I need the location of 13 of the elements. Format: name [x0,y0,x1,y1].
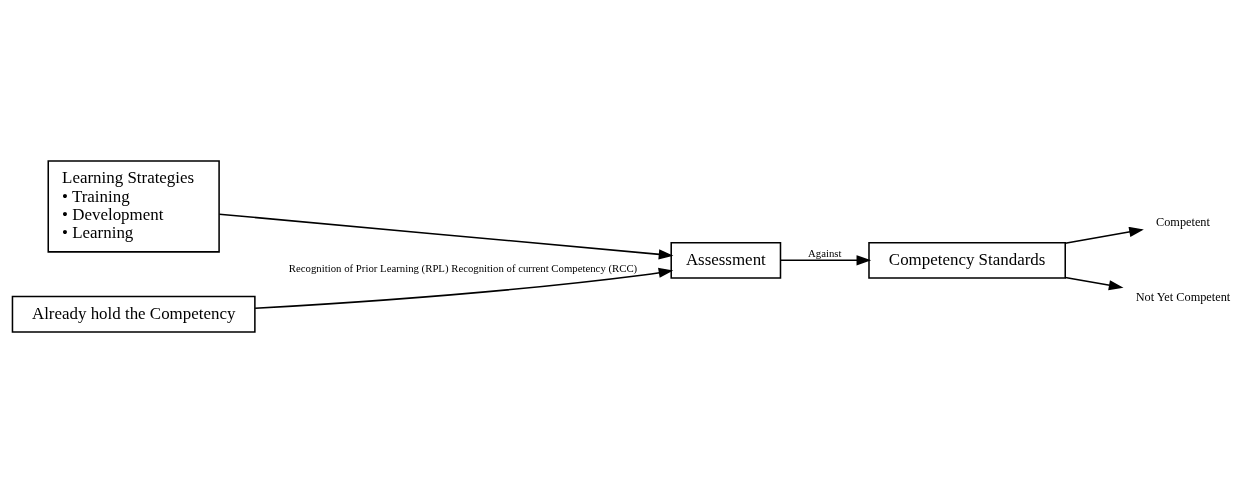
node-text: Competent [1155,214,1210,229]
arrow [779,255,872,266]
arrow [254,267,674,310]
node-box: Already hold the Competency [11,295,256,333]
arrow [1064,276,1124,291]
node-box: Competency Standards [868,241,1066,279]
edge-label: Against [807,247,842,260]
node-text: Not Yet Competent [1135,289,1231,304]
node-box: Learning Strategies • Training • Development • Learning [47,160,220,253]
node-box: Assessment [670,241,782,279]
edge-label: Recognition of Prior Learning (RPL) Recognition of current Competency (RCC) [288,262,638,275]
arrow [218,213,674,260]
arrow [1064,226,1144,244]
